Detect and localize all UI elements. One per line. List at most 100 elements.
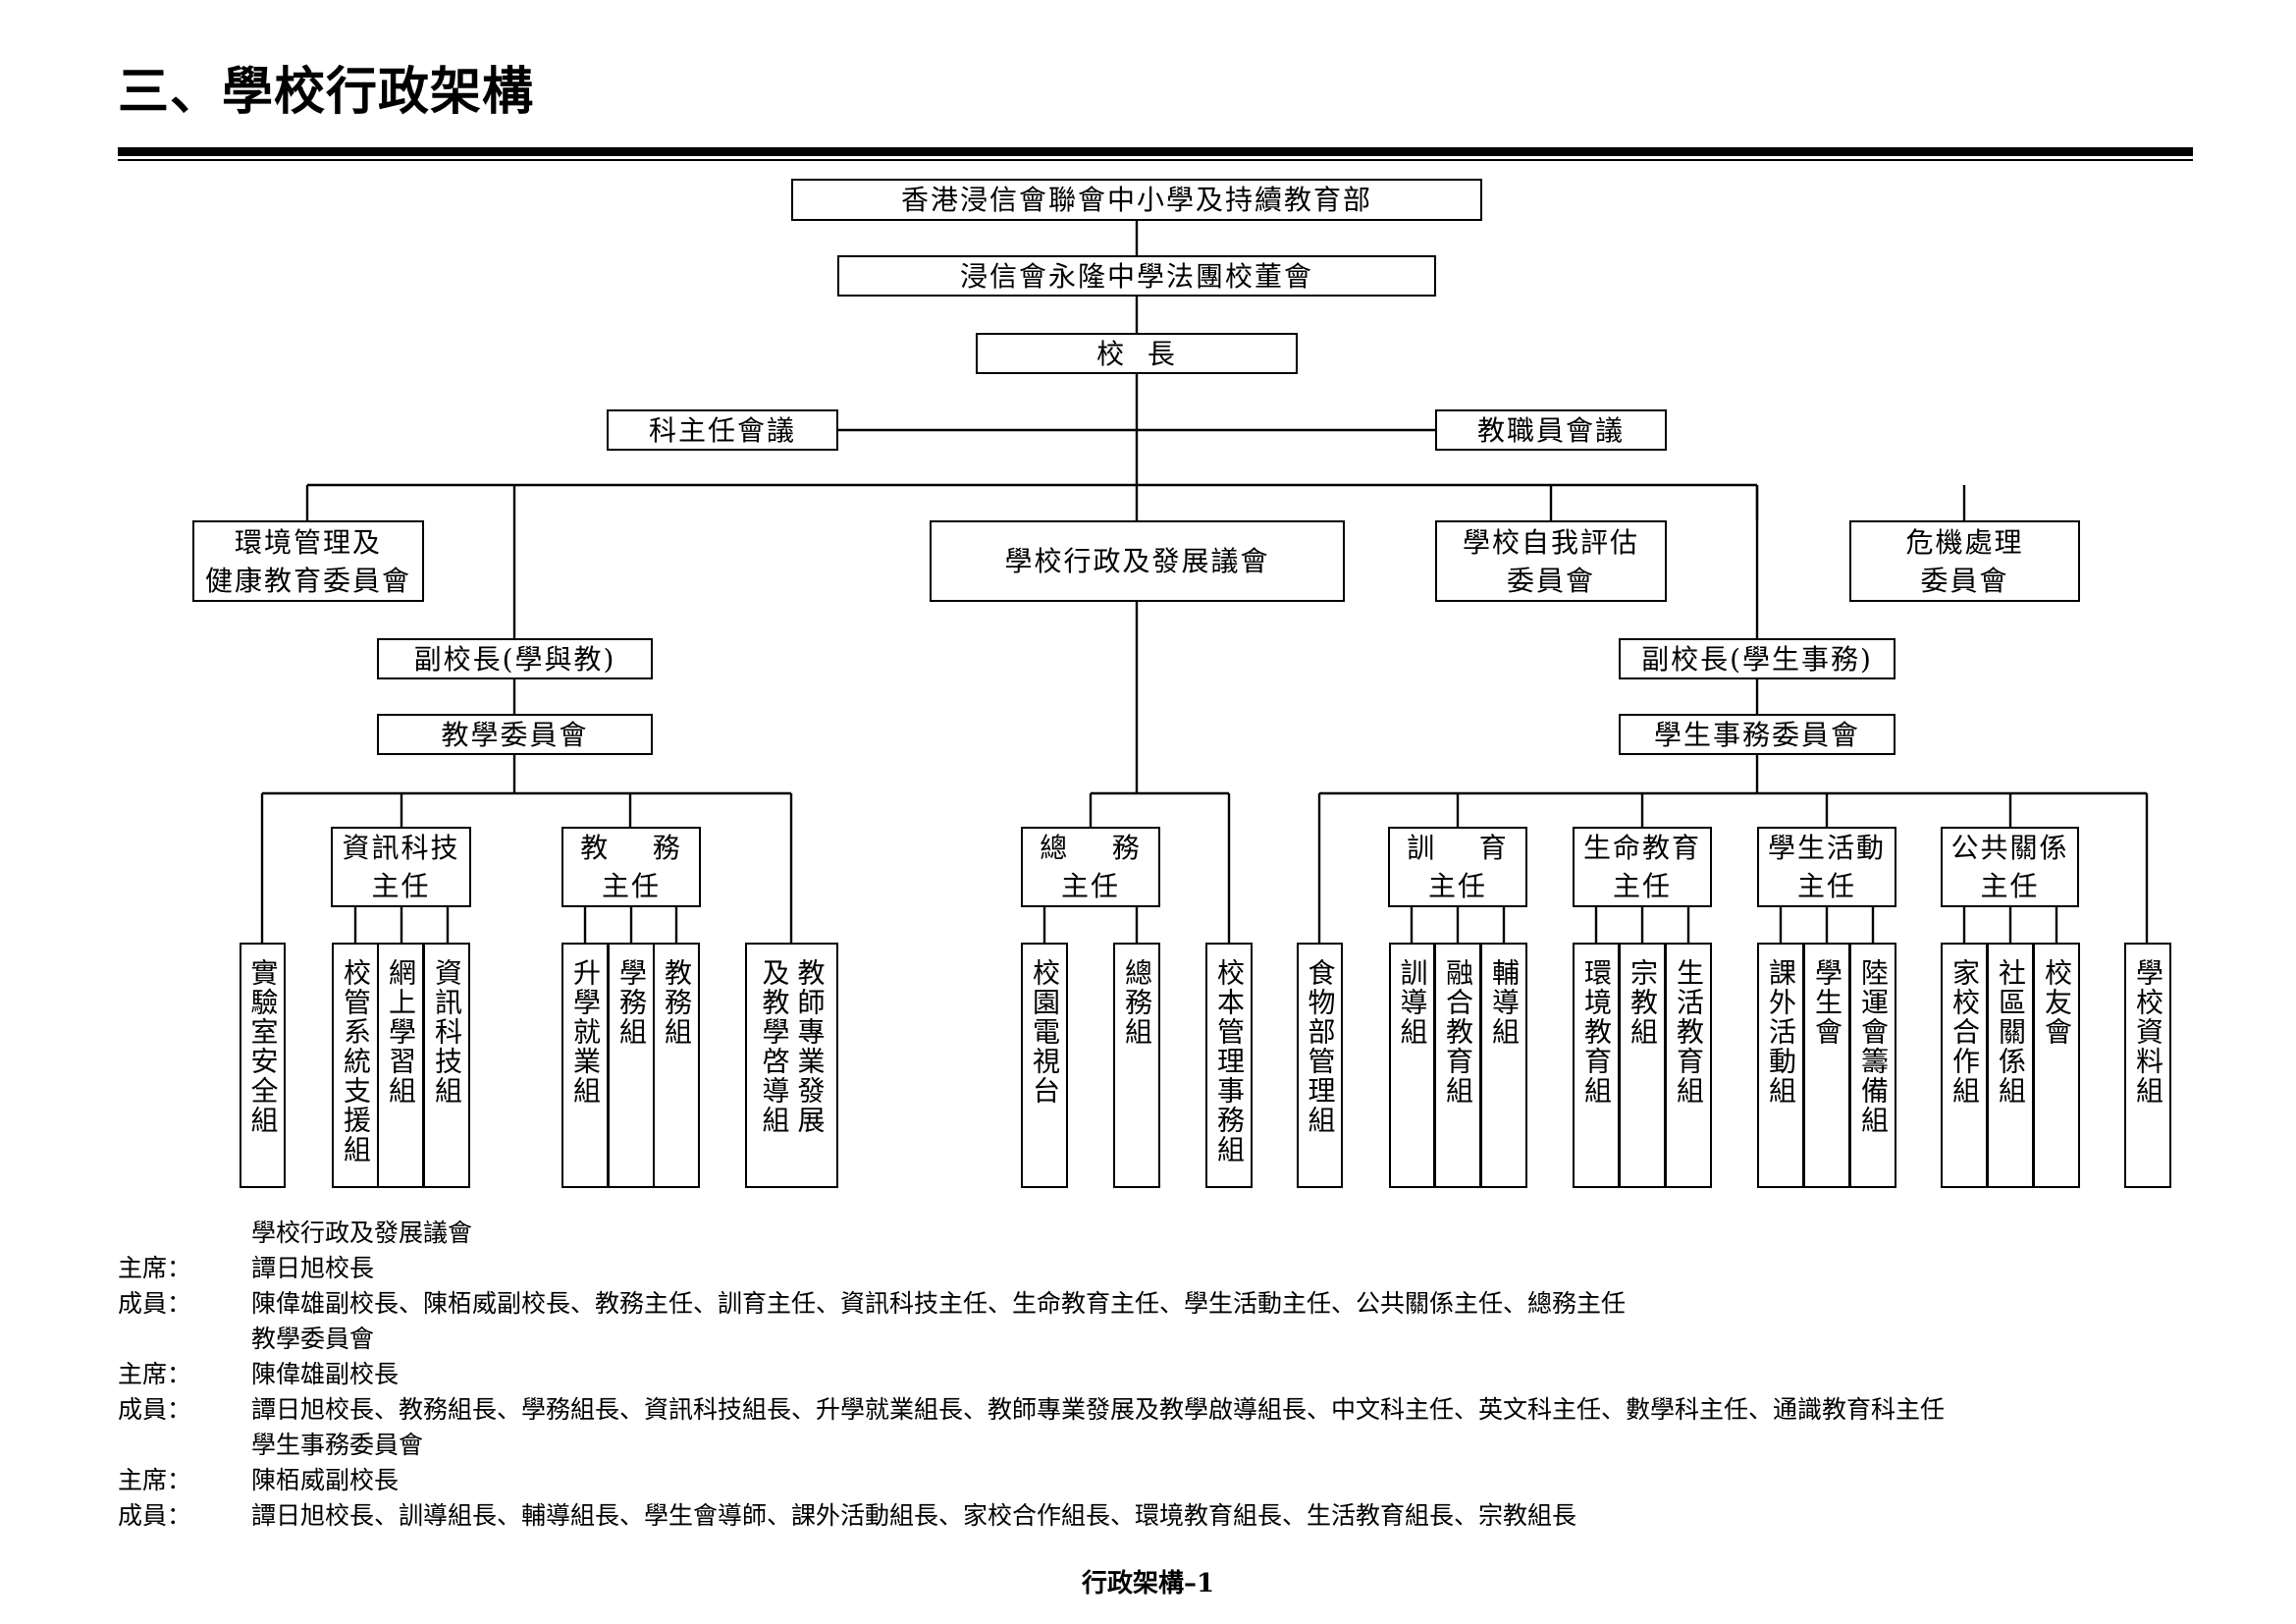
group-label: 教務組 <box>661 958 693 1047</box>
crisis-box: 危機處理 委員會 <box>1849 520 2080 602</box>
activities-head-box: 學生活動 主任 <box>1757 827 1896 907</box>
group-env-ed: 環境教育組 <box>1573 943 1620 1188</box>
note-line: 主席： 陳栢威副校長 <box>118 1463 2179 1498</box>
group-food: 食物部管理組 <box>1297 943 1343 1188</box>
page-title: 三、學校行政架構 <box>118 63 535 122</box>
note-text: 學校行政及發展議會 <box>251 1218 473 1247</box>
title-rule-thin <box>118 159 2193 161</box>
self-eval-box: 學校自我評估 委員會 <box>1435 520 1667 602</box>
note-label: 主席： <box>118 1466 192 1494</box>
group-label: 生活教育組 <box>1673 958 1705 1106</box>
group-label: 輔導組 <box>1488 958 1521 1047</box>
group-sports-day: 陸運會籌備組 <box>1849 943 1896 1188</box>
group-guidance: 輔導組 <box>1480 943 1527 1188</box>
group-label: 學校資料組 <box>2132 958 2164 1106</box>
general-head-box: 總 務 主任 <box>1021 827 1160 907</box>
admin-council-box: 學校行政及發展議會 <box>930 520 1345 602</box>
group-label: 融合教育組 <box>1442 958 1474 1106</box>
group-label: 校友會 <box>2041 958 2073 1047</box>
group-label: 家校合作組 <box>1949 958 1981 1106</box>
principal-box: 校 長 <box>976 333 1298 374</box>
note-line: 主席： 譚日旭校長 <box>118 1251 2179 1286</box>
group-label: 總務組 <box>1121 958 1153 1047</box>
note-line: 教學委員會 <box>118 1322 2179 1357</box>
note-label: 成員： <box>118 1395 192 1424</box>
teaching-committee-box: 教學委員會 <box>377 714 653 755</box>
group-general: 總務組 <box>1113 943 1160 1188</box>
group-label: 學務組 <box>615 958 648 1047</box>
group-label: 資訊科技組 <box>431 958 463 1106</box>
group-label: 實驗室安全組 <box>246 958 280 1135</box>
group-it: 資訊科技組 <box>423 943 470 1188</box>
group-prof-dev: 教師專業發展 及教學啓導組 <box>745 943 838 1188</box>
group-life-ed: 生活教育組 <box>1665 943 1712 1188</box>
title-rule-thick <box>118 147 2193 156</box>
group-label: 校園電視台 <box>1029 958 1061 1106</box>
group-religious: 宗教組 <box>1619 943 1666 1188</box>
group-label: 環境教育組 <box>1580 958 1613 1106</box>
note-text: 陳偉雄副校長、陳栢威副校長、教務主任、訓育主任、資訊科技主任、生命教育主任、學生… <box>251 1289 1627 1318</box>
vp-student-box: 副校長(學生事務) <box>1619 638 1896 679</box>
group-label: 教師專業發展 及教學啓導組 <box>758 958 827 1135</box>
group-label: 社區關係組 <box>1995 958 2027 1106</box>
group-label: 網上學習組 <box>385 958 417 1106</box>
discipline-head-box: 訓 育 主任 <box>1388 827 1527 907</box>
smc-box: 浸信會永隆中學法團校董會 <box>837 255 1436 297</box>
group-student-union: 學生會 <box>1803 943 1850 1188</box>
group-sbm: 校本管理事務組 <box>1205 943 1253 1188</box>
group-academic: 教務組 <box>653 943 700 1188</box>
group-lab-safety: 實驗室安全組 <box>240 943 286 1188</box>
note-line: 主席： 陳偉雄副校長 <box>118 1357 2179 1392</box>
note-text: 譚日旭校長、訓導組長、輔導組長、學生會導師、課外活動組長、家校合作組長、環境教育… <box>251 1501 1577 1530</box>
group-label: 食物部管理組 <box>1304 958 1337 1135</box>
note-line: 成員： 譚日旭校長、訓導組長、輔導組長、學生會導師、課外活動組長、家校合作組長、環… <box>118 1498 2179 1534</box>
note-text: 學生事務委員會 <box>251 1431 424 1459</box>
group-home-school: 家校合作組 <box>1941 943 1988 1188</box>
note-text: 譚日旭校長 <box>251 1254 375 1282</box>
committee-notes: 學校行政及發展議會 主席： 譚日旭校長 成員： 陳偉雄副校長、陳栢威副校長、教務主任… <box>118 1216 2179 1534</box>
group-career: 升學就業組 <box>561 943 609 1188</box>
note-line: 學生事務委員會 <box>118 1428 2179 1463</box>
panel-heads-box: 科主任會議 <box>607 409 838 451</box>
student-affairs-committee-box: 學生事務委員會 <box>1619 714 1896 755</box>
group-student-records: 學務組 <box>608 943 655 1188</box>
note-line: 成員： 譚日旭校長、教務組長、學務組長、資訊科技組長、升學就業組長、教師專業發展及… <box>118 1392 2179 1428</box>
group-alumni: 校友會 <box>2033 943 2080 1188</box>
group-label: 訓導組 <box>1396 958 1429 1047</box>
group-label: 陸運會籌備組 <box>1857 958 1890 1135</box>
it-head-box: 資訊科技 主任 <box>331 827 471 907</box>
group-school-mgmt-system: 校管系統支援組 <box>332 943 379 1188</box>
page-footer: 行政架構–1 <box>1081 1569 1215 1598</box>
note-line: 學校行政及發展議會 <box>118 1216 2179 1251</box>
staff-meeting-box: 教職員會議 <box>1435 409 1667 451</box>
group-discipline: 訓導組 <box>1389 943 1435 1188</box>
group-label: 課外活動組 <box>1765 958 1797 1106</box>
group-online-learning: 網上學習組 <box>377 943 424 1188</box>
note-label: 主席： <box>118 1254 192 1282</box>
group-label: 校本管理事務組 <box>1213 958 1246 1164</box>
note-text: 譚日旭校長、教務組長、學務組長、資訊科技組長、升學就業組長、教師專業發展及教學啟… <box>251 1395 1946 1424</box>
group-label: 學生會 <box>1811 958 1843 1047</box>
group-community: 社區關係組 <box>1987 943 2034 1188</box>
env-committee-box: 環境管理及 健康教育委員會 <box>192 520 424 602</box>
life-ed-head-box: 生命教育 主任 <box>1573 827 1712 907</box>
group-ecas: 課外活動組 <box>1757 943 1804 1188</box>
pr-head-box: 公共關係 主任 <box>1941 827 2079 907</box>
note-text: 陳栢威副校長 <box>251 1466 400 1494</box>
group-label: 升學就業組 <box>569 958 602 1106</box>
dept-box: 香港浸信會聯會中小學及持續教育部 <box>791 179 1482 221</box>
note-label: 主席： <box>118 1360 192 1388</box>
note-label: 成員： <box>118 1289 192 1318</box>
group-label: 校管系統支援組 <box>340 958 372 1164</box>
group-inclusive: 融合教育組 <box>1434 943 1481 1188</box>
group-label: 宗教組 <box>1627 958 1659 1047</box>
note-text: 陳偉雄副校長 <box>251 1360 400 1388</box>
group-archives: 學校資料組 <box>2124 943 2171 1188</box>
note-label: 成員： <box>118 1501 192 1530</box>
note-text: 教學委員會 <box>251 1325 375 1353</box>
vp-learning-box: 副校長(學與教) <box>377 638 653 679</box>
group-campus-tv: 校園電視台 <box>1021 943 1068 1188</box>
academic-head-box: 教 務 主任 <box>561 827 701 907</box>
note-line: 成員： 陳偉雄副校長、陳栢威副校長、教務主任、訓育主任、資訊科技主任、生命教育主任… <box>118 1286 2179 1322</box>
